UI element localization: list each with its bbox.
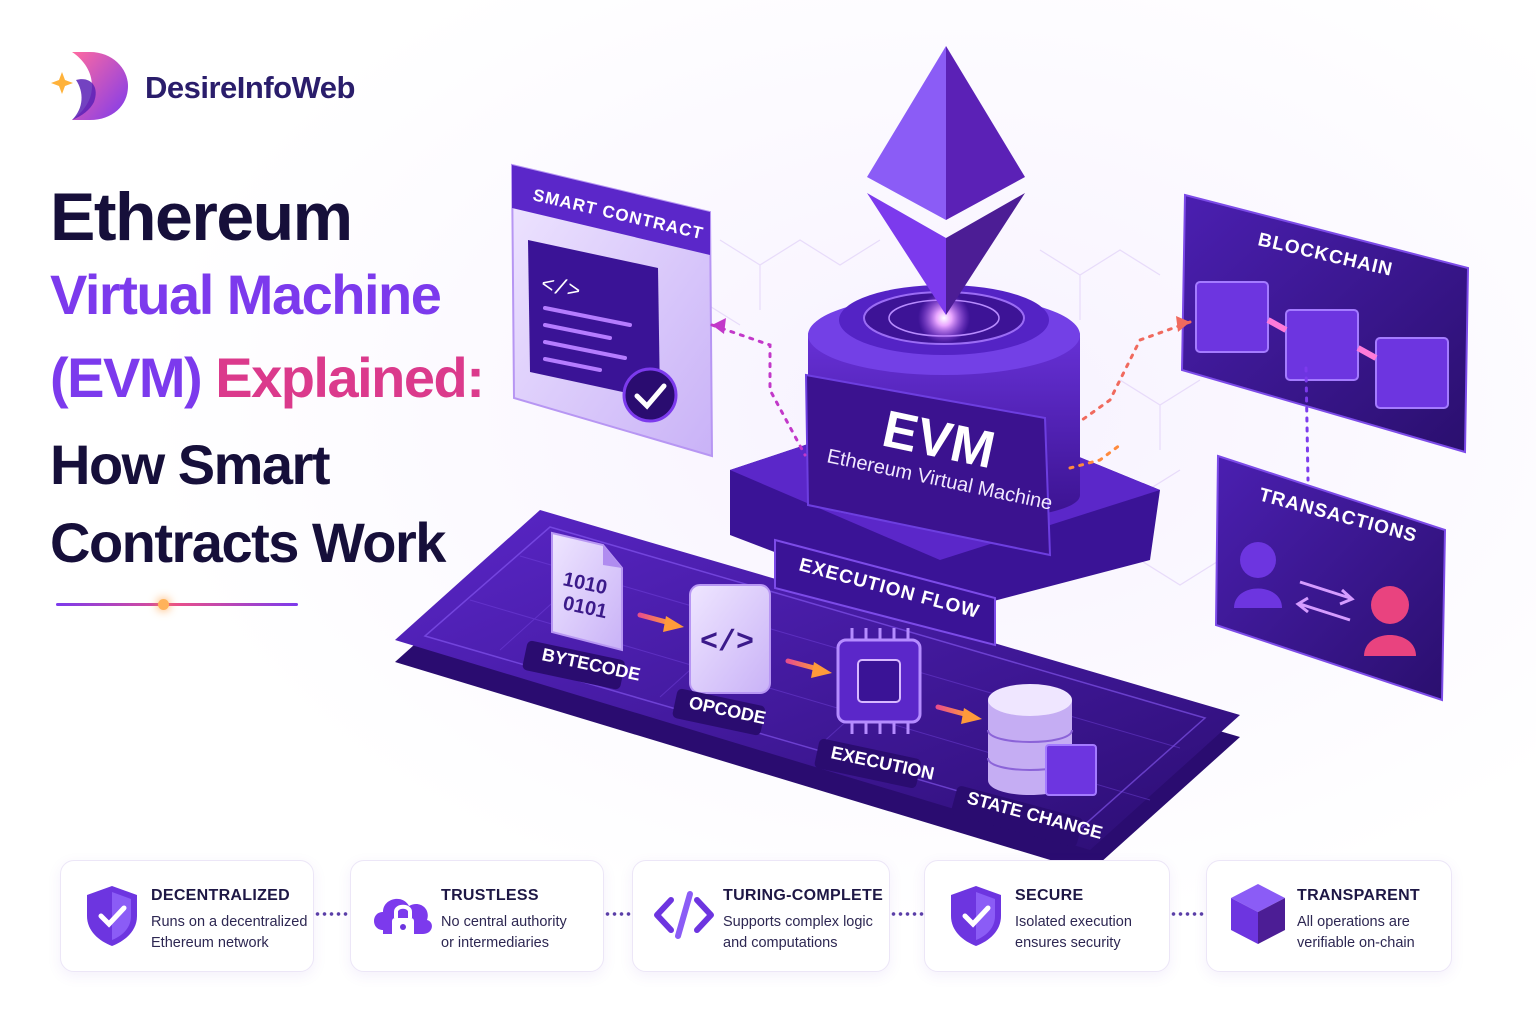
code-icon — [654, 891, 714, 939]
blockchain-panel: BLOCKCHAIN — [1180, 193, 1470, 454]
cpu-chip-icon — [836, 628, 922, 734]
feature-description: No central authority or intermediaries — [441, 912, 567, 954]
feature-card-decentralized: DECENTRALIZED Runs on a decentralized Et… — [60, 860, 314, 972]
feature-desc-line: and computations — [723, 935, 838, 951]
feature-title: DECENTRALIZED — [151, 887, 291, 904]
feature-card-trustless: TRUSTLESS No central authority or interm… — [350, 860, 604, 972]
title-line-4: How Smart — [50, 433, 331, 496]
user-icon — [1234, 542, 1282, 608]
feature-desc-line: Isolated execution — [1015, 914, 1132, 930]
feature-title: TRUSTLESS — [441, 887, 539, 904]
feature-desc-line: verifiable on-chain — [1297, 935, 1415, 951]
feature-desc-line: Runs on a decentralized — [151, 914, 308, 930]
connector-dots — [1170, 912, 1204, 916]
brand-logo-icon — [51, 52, 128, 120]
feature-desc-line: All operations are — [1297, 914, 1410, 930]
feature-desc-line: No central authority — [441, 914, 567, 930]
brand-name: DesireInfoWeb — [145, 70, 355, 105]
user-icon — [1364, 586, 1416, 656]
connector-dots — [890, 912, 924, 916]
feature-description: Isolated execution ensures security — [1015, 912, 1132, 954]
smart-contract-panel: SMART CONTRACT </> — [510, 163, 714, 458]
connector-dots — [314, 912, 348, 916]
feature-card-secure: SECURE Isolated execution ensures securi… — [924, 860, 1170, 972]
title-line-3: (EVM) Explained: — [50, 345, 485, 410]
svg-text:</>: </> — [700, 626, 754, 660]
feature-title: TURING-COMPLETE — [723, 887, 884, 904]
feature-desc-line: Ethereum network — [151, 935, 269, 951]
feature-description: Runs on a decentralized Ethereum network — [151, 912, 307, 954]
feature-desc-line: Supports complex logic — [723, 914, 873, 930]
cloud-lock-icon — [374, 898, 432, 938]
transactions-panel: TRANSACTIONS — [1214, 454, 1447, 702]
feature-card-transparent: TRANSPARENT All operations are verifiabl… — [1206, 860, 1452, 972]
opcode-box: </> — [689, 584, 771, 694]
feature-description: All operations are verifiable on-chain — [1297, 912, 1415, 954]
feature-desc-line: ensures security — [1015, 935, 1121, 951]
ethereum-logo-icon — [867, 46, 1025, 315]
title-explained: Explained: — [215, 346, 485, 409]
title-evm: (EVM) — [50, 346, 203, 409]
connector-dots — [604, 912, 638, 916]
bytecode-file-icon: 1010 0101 — [551, 531, 623, 652]
shield-check-icon — [87, 886, 137, 946]
title-underline — [56, 599, 298, 610]
cube-icon — [1231, 884, 1285, 944]
feature-card-turing-complete: TURING-COMPLETE Supports complex logic a… — [632, 860, 890, 972]
feature-description: Supports complex logic and computations — [723, 912, 873, 954]
database-icon — [987, 684, 1097, 796]
feature-title: TRANSPARENT — [1297, 887, 1421, 904]
title-line-5: Contracts Work — [50, 511, 446, 574]
title-line-2: Virtual Machine — [50, 263, 442, 326]
title-line-1: Ethereum — [50, 179, 353, 255]
feature-title: SECURE — [1015, 887, 1084, 904]
shield-check-icon — [951, 886, 1001, 946]
feature-desc-line: or intermediaries — [441, 935, 549, 951]
